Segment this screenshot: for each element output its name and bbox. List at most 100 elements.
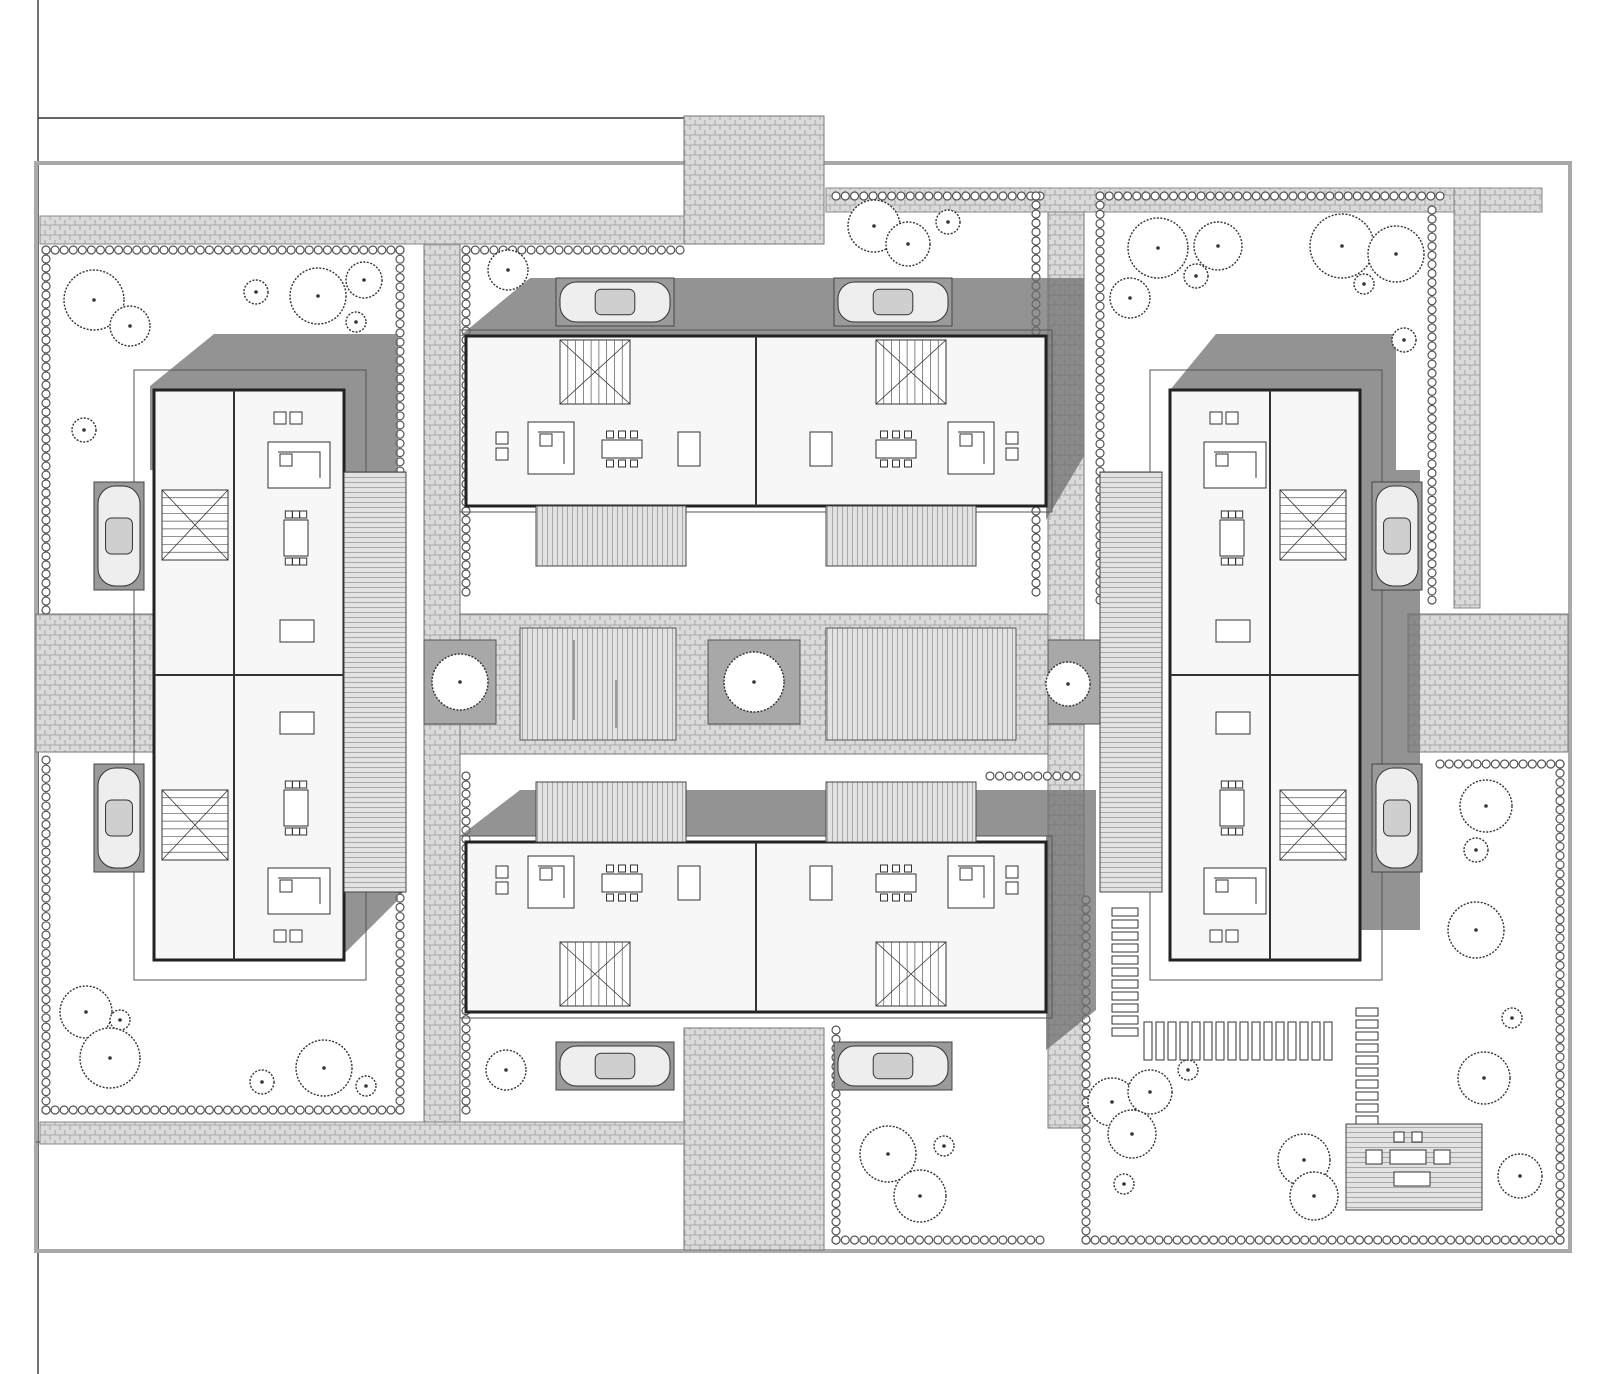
bike-stand <box>1355 1103 1379 1113</box>
bike-stand <box>1111 931 1139 941</box>
bike-stand <box>1179 1021 1189 1061</box>
tree-icon <box>1107 1109 1157 1159</box>
bike-stand <box>1111 1003 1139 1013</box>
bike-stand <box>1355 1079 1379 1089</box>
sofa-icon <box>527 421 575 475</box>
bike-stand <box>1111 979 1139 989</box>
house-north <box>459 329 1053 567</box>
bike-stand <box>1227 1021 1237 1061</box>
bike-stand <box>1111 943 1139 953</box>
tree-icon <box>723 651 785 713</box>
stair-icon <box>559 339 631 405</box>
table-icon <box>601 864 643 902</box>
tree-icon <box>249 1069 275 1095</box>
bike-parking <box>1111 907 1379 1125</box>
house-east <box>1099 369 1383 981</box>
tree-icon <box>893 1169 947 1223</box>
stair-icon <box>875 941 947 1007</box>
bike-stand <box>1355 1091 1379 1101</box>
bike-stand <box>1323 1021 1333 1061</box>
trees <box>59 199 1543 1223</box>
sofa-icon <box>947 421 995 475</box>
hedge-icon <box>41 1105 405 1115</box>
tree-icon <box>1127 217 1189 279</box>
tree-icon <box>295 1039 353 1097</box>
bike-stand <box>1287 1021 1297 1061</box>
hedge-icon <box>1081 1235 1565 1245</box>
tree-icon <box>79 1027 141 1089</box>
car-icon <box>555 277 675 327</box>
table-icon <box>601 430 643 468</box>
hedge-icon <box>831 1235 1045 1245</box>
bike-stand <box>1111 967 1139 977</box>
tree-icon <box>1367 225 1425 283</box>
bike-stand <box>1355 1055 1379 1065</box>
hedge-icon <box>985 771 1081 781</box>
sofa-icon <box>267 867 331 915</box>
car-icon <box>1371 481 1423 591</box>
bike-stand <box>1167 1021 1177 1061</box>
houses <box>93 277 1423 1091</box>
sofa-icon <box>1203 441 1267 489</box>
tree-icon <box>355 1075 377 1097</box>
bike-stand <box>1239 1021 1249 1061</box>
tree-icon <box>859 1125 917 1183</box>
car-icon <box>1371 763 1423 873</box>
hedge-icon <box>1435 759 1565 769</box>
hedge-icon <box>461 245 685 255</box>
car-icon <box>833 1041 953 1091</box>
tree-icon <box>1463 837 1489 863</box>
sofa-icon <box>267 441 331 489</box>
bike-stand <box>1355 1007 1379 1017</box>
tree-icon <box>59 985 113 1039</box>
tree-icon <box>1177 1059 1199 1081</box>
tree-icon <box>1501 1007 1523 1029</box>
tree-icon <box>1045 661 1091 707</box>
tree-icon <box>1289 1171 1339 1221</box>
bike-stand <box>1191 1021 1201 1061</box>
tree-icon <box>243 279 269 305</box>
hedge-icon <box>831 191 1045 201</box>
stair-icon <box>559 941 631 1007</box>
bike-stand <box>1355 1019 1379 1029</box>
sofa-icon <box>527 855 575 909</box>
tree-icon <box>109 1009 131 1031</box>
hedge-icon <box>41 755 51 1115</box>
tree-icon <box>1309 213 1375 279</box>
car-icon <box>555 1041 675 1091</box>
stair-icon <box>1279 789 1347 861</box>
bike-stand <box>1111 955 1139 965</box>
car-icon <box>93 763 145 873</box>
tree-icon <box>1193 221 1243 271</box>
tree-icon <box>345 261 383 299</box>
stair-icon <box>161 789 229 861</box>
table-icon <box>1219 510 1245 566</box>
bike-stand <box>1111 991 1139 1001</box>
stair-icon <box>875 339 947 405</box>
tree-icon <box>935 209 961 235</box>
bike-stand <box>1111 907 1139 917</box>
bike-stand <box>1111 1027 1139 1037</box>
stair-icon <box>1279 489 1347 561</box>
tree-icon <box>1459 779 1513 833</box>
hedge-icon <box>41 245 51 615</box>
bike-stand <box>1215 1021 1225 1061</box>
tree-icon <box>1113 1173 1135 1195</box>
bike-stand <box>1203 1021 1213 1061</box>
table-icon <box>875 864 917 902</box>
tree-icon <box>1497 1153 1543 1199</box>
house-west <box>133 369 407 981</box>
bike-stand <box>1143 1021 1153 1061</box>
car-icon <box>833 277 953 327</box>
hedges <box>41 191 1565 1245</box>
tree-icon <box>1447 901 1505 959</box>
tree-icon <box>431 653 489 711</box>
bike-stand <box>1355 1067 1379 1077</box>
tree-icon <box>109 305 151 347</box>
tree-icon <box>289 267 347 325</box>
sofa-icon <box>947 855 995 909</box>
bike-stand <box>1299 1021 1309 1061</box>
tree-icon <box>885 221 931 267</box>
table-icon <box>1219 780 1245 836</box>
